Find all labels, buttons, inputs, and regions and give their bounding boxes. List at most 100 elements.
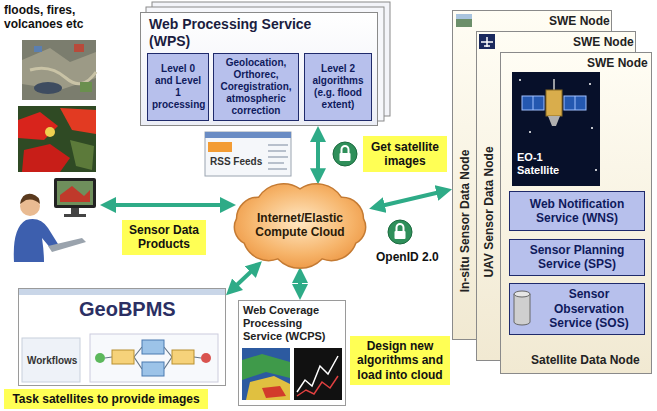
rss-screenshot bbox=[268, 162, 284, 164]
cloud-shape: Internet/Elastic Compute Cloud bbox=[225, 183, 375, 267]
rss-screenshot bbox=[205, 132, 291, 176]
box-label: Get satellite images bbox=[367, 140, 443, 169]
box-label: Task satellites to provide images bbox=[12, 392, 199, 406]
process-box: Level 0 and Level 1 processing bbox=[147, 53, 209, 121]
satellite-image bbox=[22, 40, 96, 100]
box-label: Sensor Planning Service (SPS) bbox=[514, 243, 640, 272]
satellite-image bbox=[30, 68, 96, 84]
coverage-charts bbox=[242, 348, 290, 400]
data-flow-arrow bbox=[298, 279, 302, 288]
panel-title: Web Processing Service (WPS) bbox=[149, 16, 339, 50]
satellite-picture bbox=[595, 169, 597, 171]
service-box: Sensor Observation Service (SOS) bbox=[509, 283, 645, 335]
rss-screenshot bbox=[268, 144, 288, 146]
satellite-image bbox=[74, 44, 84, 52]
callout-box: Task satellites to provide images bbox=[4, 389, 208, 409]
fire-map-image bbox=[22, 144, 70, 172]
rss-screenshot bbox=[208, 142, 232, 152]
rss-screenshot bbox=[205, 132, 291, 138]
process-box: Geolocation, Orthorec, Coregistration, a… bbox=[213, 53, 299, 121]
node-heading: SWE Node bbox=[573, 35, 634, 49]
lock-icon bbox=[333, 142, 357, 166]
cloud-outline bbox=[234, 184, 365, 268]
workflow-screenshot bbox=[22, 338, 80, 382]
node-heading: SWE Node bbox=[587, 56, 648, 70]
coverage-charts bbox=[242, 348, 342, 400]
box-label: Level 0 and Level 1 processing bbox=[152, 63, 204, 111]
lock-icon bbox=[395, 231, 406, 239]
satellite-picture bbox=[512, 72, 600, 186]
callout-box: Design new algorithms and load into clou… bbox=[350, 336, 450, 385]
callout-box: Sensor Data Products bbox=[122, 220, 206, 255]
box-label: Design new algorithms and load into clou… bbox=[354, 339, 446, 382]
data-flow-arrow bbox=[112, 203, 224, 207]
coverage-charts bbox=[262, 386, 286, 398]
satellite-picture bbox=[519, 79, 521, 81]
app-screenshot: Web Coverage Processing Service (WCPS) bbox=[238, 300, 346, 406]
fire-map-image bbox=[60, 108, 96, 134]
protocol-label: OpenID 2.0 bbox=[376, 250, 439, 264]
fire-map-image bbox=[45, 127, 55, 137]
lock-icon bbox=[342, 146, 349, 153]
database-symbol bbox=[514, 291, 530, 325]
satellite-image bbox=[34, 82, 62, 94]
cloud-label: Internet/Elastic Compute Cloud bbox=[249, 211, 351, 240]
workflow-screenshot bbox=[19, 289, 225, 382]
box-label: Geolocation, Orthorec, Coregistration, a… bbox=[218, 57, 294, 117]
lock-icon bbox=[340, 153, 351, 161]
rss-screenshot bbox=[268, 150, 286, 152]
workflow-screenshot bbox=[90, 334, 218, 382]
workflow-screenshot bbox=[112, 350, 134, 364]
workflow-screenshot bbox=[105, 347, 201, 369]
uav-icon bbox=[479, 34, 495, 49]
user-figure bbox=[20, 194, 40, 204]
coverage-charts bbox=[246, 376, 290, 400]
image-caption: RSS Feeds bbox=[210, 156, 262, 168]
annotation-text: floods, fires, volcanoes etc bbox=[4, 3, 126, 32]
rss-screenshot bbox=[268, 168, 287, 170]
satellite-picture bbox=[512, 72, 600, 186]
sensor-node-panel: SWE NodeEO-1 SatelliteSatellite Data Nod… bbox=[500, 52, 652, 374]
data-flow-arrow bbox=[381, 192, 440, 206]
user-figure bbox=[71, 208, 79, 214]
box-label: Sensor Data Products bbox=[126, 223, 202, 252]
workflow-screenshot bbox=[95, 353, 105, 363]
satellite-picture bbox=[529, 131, 531, 133]
data-flow-arrow bbox=[235, 269, 254, 287]
app-title: GeoBPMS bbox=[79, 297, 176, 321]
user-figure bbox=[14, 219, 58, 262]
box-label: Level 2 algorithms (e.g. flood extent) bbox=[309, 63, 367, 111]
lock-icon bbox=[388, 220, 412, 244]
workflow-screenshot bbox=[19, 289, 225, 295]
user-figure bbox=[48, 238, 86, 252]
fire-map-image bbox=[18, 112, 58, 140]
node-name: In-situ Sensor Data Node bbox=[458, 150, 472, 293]
satellite-picture bbox=[591, 127, 593, 129]
node-heading: SWE Node bbox=[549, 14, 610, 28]
satellite-image bbox=[22, 48, 96, 90]
lock-icon bbox=[333, 142, 357, 166]
service-panel: Web Processing Service (WPS) Level 0 and … bbox=[140, 12, 378, 126]
coverage-charts bbox=[297, 356, 338, 392]
box-label: Web Notification Service (WNS) bbox=[514, 197, 640, 226]
coverage-charts bbox=[242, 354, 290, 380]
menu-label: Workflows bbox=[27, 355, 77, 367]
satellite-picture bbox=[546, 90, 562, 116]
workflow-screenshot bbox=[201, 353, 211, 363]
service-box: Sensor Planning Service (SPS) bbox=[509, 239, 645, 276]
photo-thumbnail bbox=[456, 14, 472, 19]
coverage-charts bbox=[297, 376, 338, 396]
user-figure bbox=[57, 181, 93, 205]
fire-map-image bbox=[70, 140, 94, 170]
callout-box: Get satellite images bbox=[363, 136, 447, 172]
app-title: Web Coverage Processing Service (WCPS) bbox=[243, 304, 343, 344]
workflow-screenshot bbox=[142, 340, 164, 354]
satellite-image bbox=[34, 46, 42, 52]
photo-thumbnail bbox=[456, 14, 472, 27]
user-figure bbox=[64, 214, 86, 217]
satellite-picture bbox=[522, 96, 544, 110]
database-symbol bbox=[514, 294, 530, 325]
image-caption: EO-1 Satellite bbox=[517, 151, 577, 177]
box-label: Sensor Observation Service (SOS) bbox=[538, 287, 640, 330]
node-name: Satellite Data Node bbox=[531, 353, 640, 367]
